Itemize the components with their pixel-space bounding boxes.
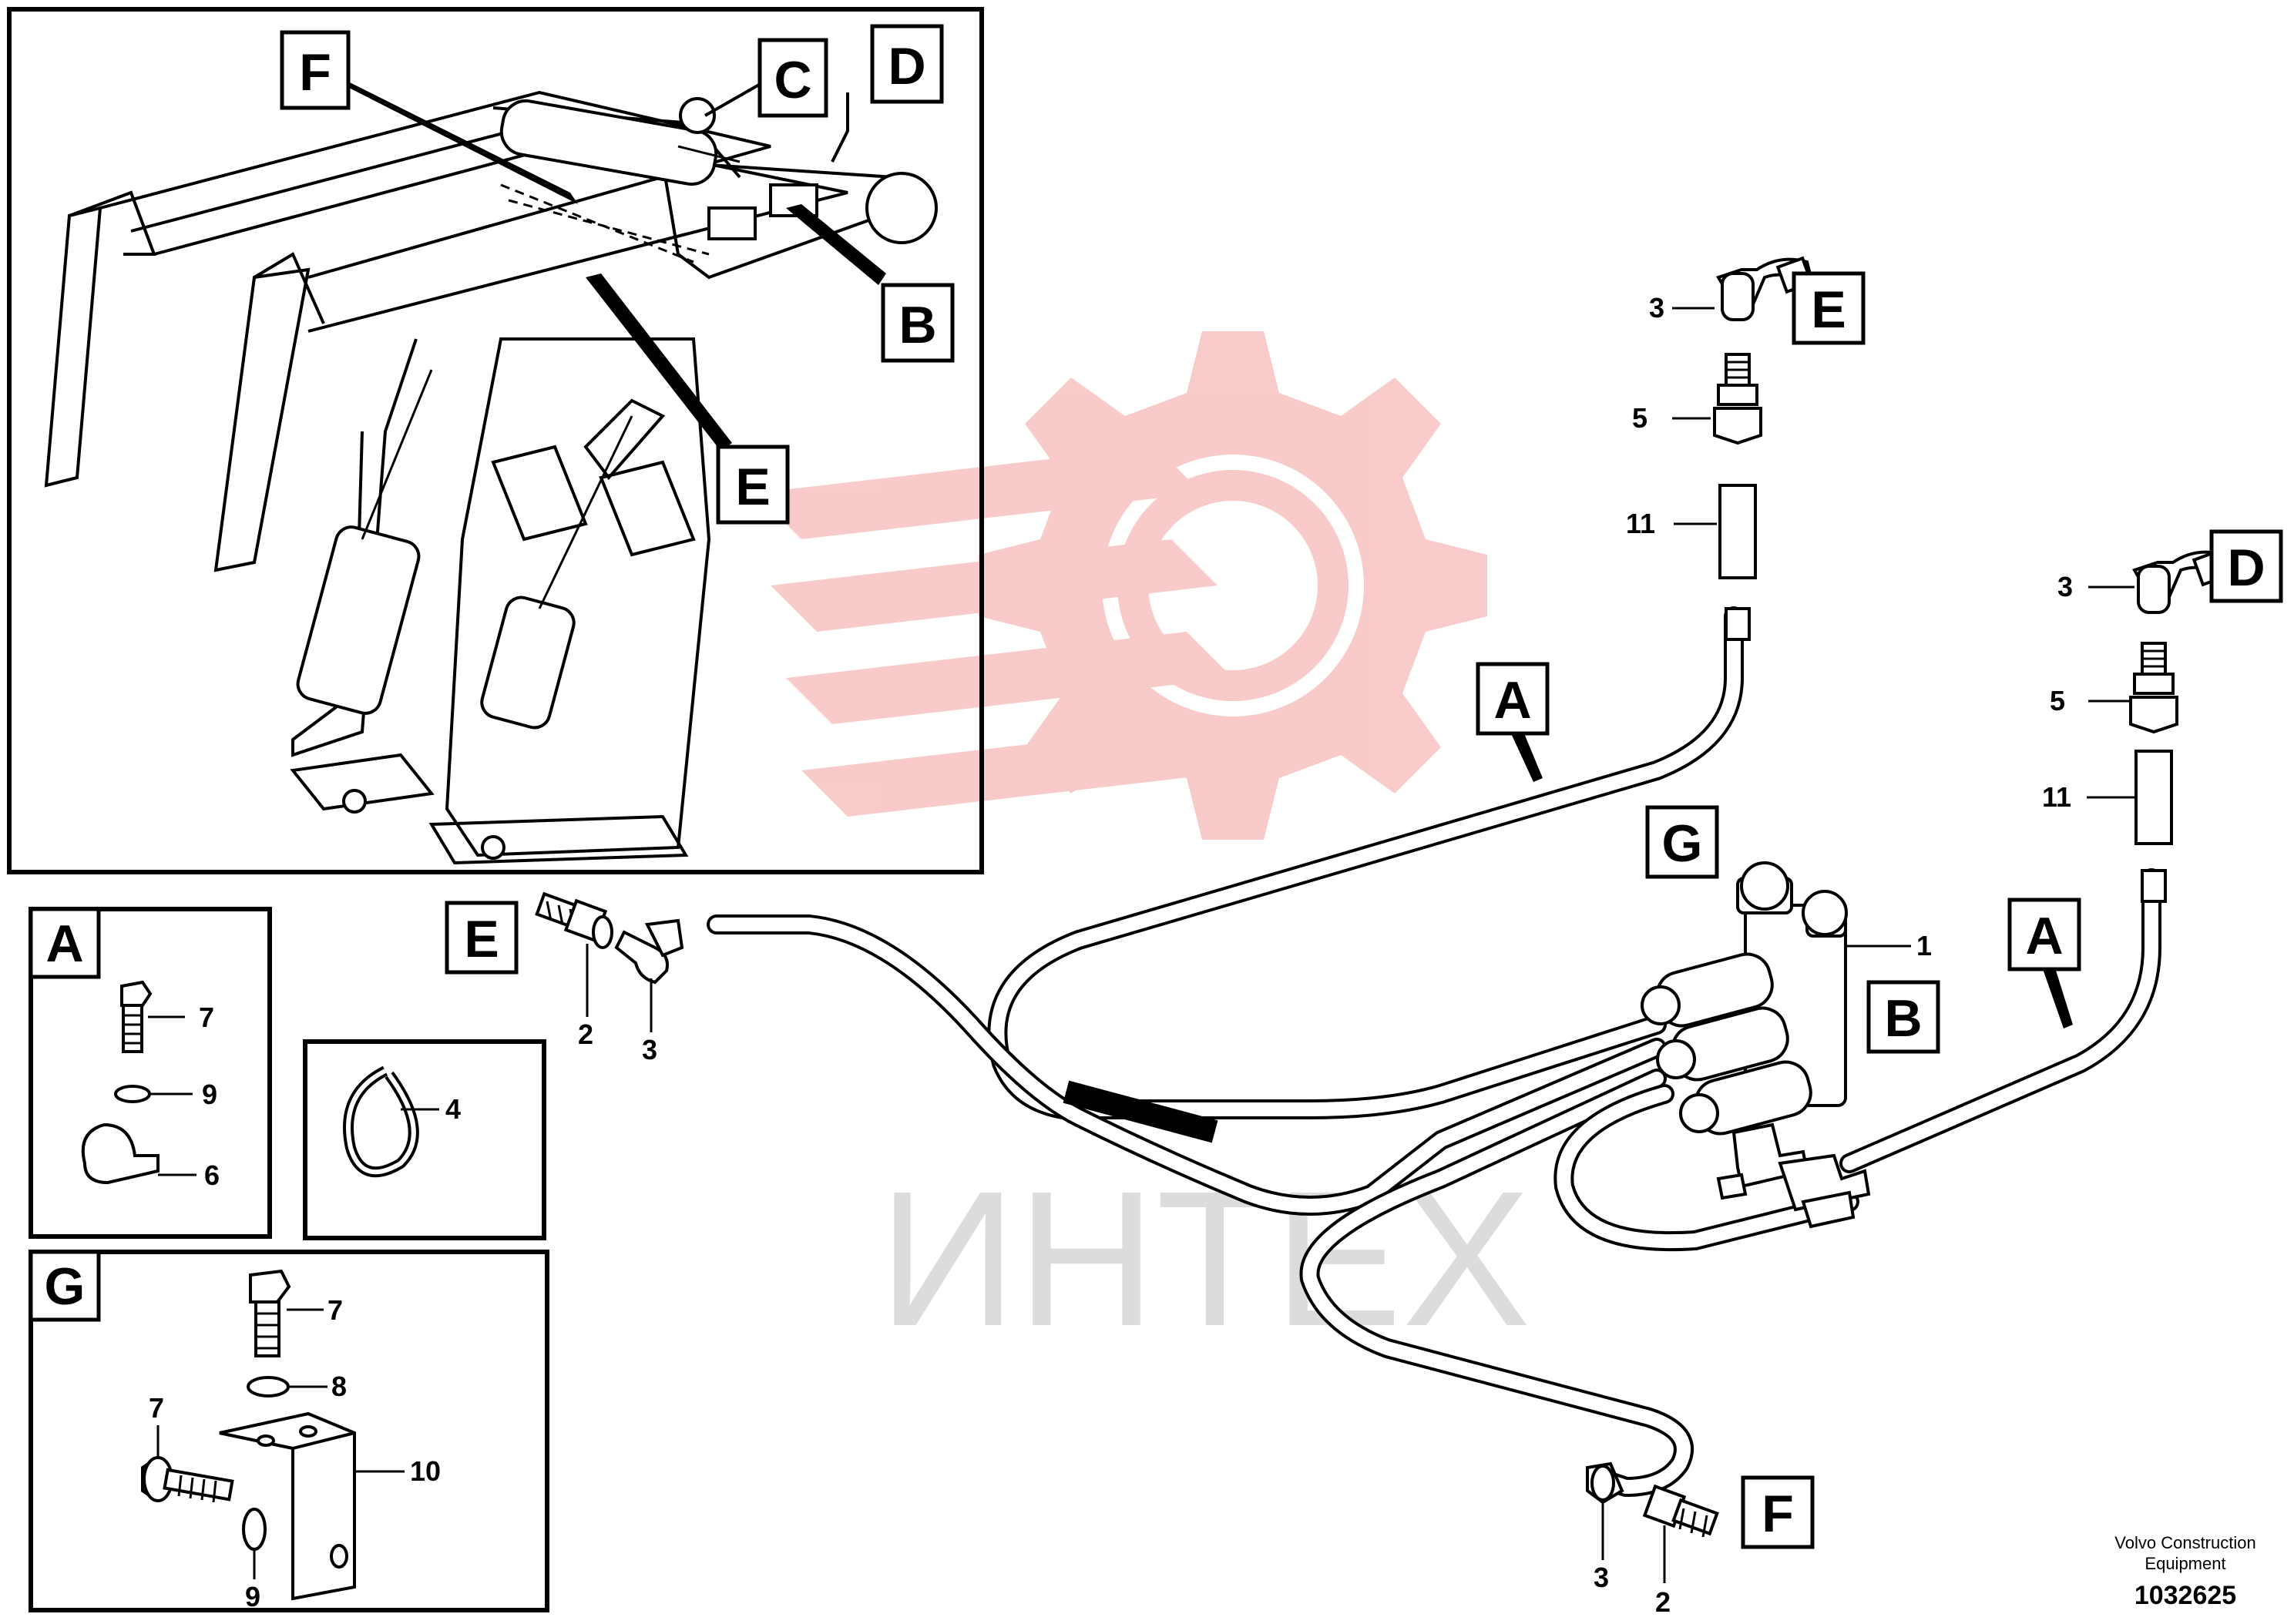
callout-overview-E: E bbox=[716, 445, 790, 525]
callout-valve-G: G bbox=[1645, 805, 1719, 879]
detail-box-G: G 7 8 7 10 9 bbox=[29, 1250, 549, 1612]
svg-text:2: 2 bbox=[1655, 1586, 1671, 1618]
svg-text:A: A bbox=[1493, 671, 1531, 730]
callout-fit-E-left: E bbox=[445, 901, 519, 975]
callout-fit-E-top: E bbox=[1792, 271, 1866, 345]
svg-text:Equipment: Equipment bbox=[2145, 1554, 2225, 1573]
svg-text:D: D bbox=[888, 37, 925, 96]
svg-text:3: 3 bbox=[2057, 571, 2073, 602]
svg-text:7: 7 bbox=[149, 1392, 164, 1424]
fitting-left-E: E 2 3 bbox=[445, 891, 684, 1065]
svg-text:7: 7 bbox=[199, 1002, 214, 1033]
svg-text:F: F bbox=[1762, 1485, 1794, 1543]
callout-fit-D-right: D bbox=[2209, 529, 2283, 603]
leader-B bbox=[786, 204, 886, 285]
svg-text:A: A bbox=[2025, 907, 2063, 965]
svg-text:G: G bbox=[45, 1257, 86, 1316]
svg-text:5: 5 bbox=[1632, 402, 1647, 434]
callout-hose-A-left: A bbox=[1476, 662, 1550, 782]
svg-text:B: B bbox=[898, 296, 936, 354]
detail-box-A: A 7 9 6 bbox=[29, 907, 272, 1239]
svg-text:7: 7 bbox=[327, 1294, 343, 1326]
drawing-footer: Volvo Construction Equipment 1032625 bbox=[2114, 1533, 2255, 1610]
svg-text:G: G bbox=[1662, 814, 1703, 873]
svg-text:E: E bbox=[1811, 280, 1846, 339]
callout-fit-F-bottom: F bbox=[1741, 1475, 1815, 1549]
svg-text:1032625: 1032625 bbox=[2134, 1581, 2236, 1610]
svg-text:3: 3 bbox=[1594, 1562, 1609, 1593]
svg-text:E: E bbox=[464, 910, 499, 968]
watermark-ring bbox=[1117, 470, 1349, 701]
svg-text:E: E bbox=[735, 458, 770, 516]
callout-overview-D: D bbox=[870, 24, 944, 104]
callout-hose-A-right: A bbox=[2007, 898, 2081, 1028]
leader-E bbox=[586, 273, 732, 451]
svg-text:F: F bbox=[299, 43, 331, 102]
svg-text:2: 2 bbox=[578, 1018, 593, 1050]
callout-overview-B: B bbox=[881, 283, 955, 363]
svg-text:6: 6 bbox=[204, 1159, 220, 1191]
watermark-stripes bbox=[755, 447, 1248, 817]
fitting-bottom-F: 3 2 F bbox=[1586, 1461, 1815, 1618]
svg-text:9: 9 bbox=[202, 1079, 217, 1110]
loader-frame-drawing bbox=[44, 90, 938, 865]
svg-text:10: 10 bbox=[410, 1455, 441, 1487]
svg-text:Volvo Construction: Volvo Construction bbox=[2114, 1533, 2255, 1552]
callout-overview-F: F bbox=[280, 30, 351, 110]
svg-text:3: 3 bbox=[1649, 292, 1664, 324]
leader-C bbox=[704, 83, 760, 117]
svg-text:D: D bbox=[2227, 539, 2265, 597]
valve-block: 1 G B bbox=[1641, 805, 1940, 1229]
leader-F bbox=[339, 77, 578, 204]
svg-text:1: 1 bbox=[1916, 930, 1932, 961]
fitting-stack-top-E: 3 5 11 E bbox=[1626, 256, 1866, 641]
callout-overview-C: C bbox=[757, 38, 828, 118]
svg-text:B: B bbox=[1884, 989, 1922, 1048]
svg-text:11: 11 bbox=[2042, 781, 2071, 813]
svg-text:9: 9 bbox=[245, 1581, 260, 1612]
svg-text:5: 5 bbox=[2050, 685, 2065, 716]
svg-text:8: 8 bbox=[331, 1371, 347, 1402]
hose-routing bbox=[707, 606, 2161, 1497]
callout-valve-B: B bbox=[1866, 980, 1940, 1054]
overview-panel: F C D B E bbox=[7, 7, 984, 874]
svg-text:4: 4 bbox=[445, 1093, 461, 1125]
detail-box-clamp: 4 bbox=[303, 1039, 546, 1240]
svg-text:A: A bbox=[45, 914, 83, 973]
svg-text:11: 11 bbox=[1626, 508, 1655, 539]
fitting-stack-right-D: 3 5 11 D bbox=[2042, 529, 2283, 903]
svg-text:C: C bbox=[774, 51, 811, 109]
watermark-logo bbox=[755, 331, 1487, 840]
svg-text:3: 3 bbox=[642, 1034, 657, 1065]
leader-D bbox=[831, 92, 849, 163]
